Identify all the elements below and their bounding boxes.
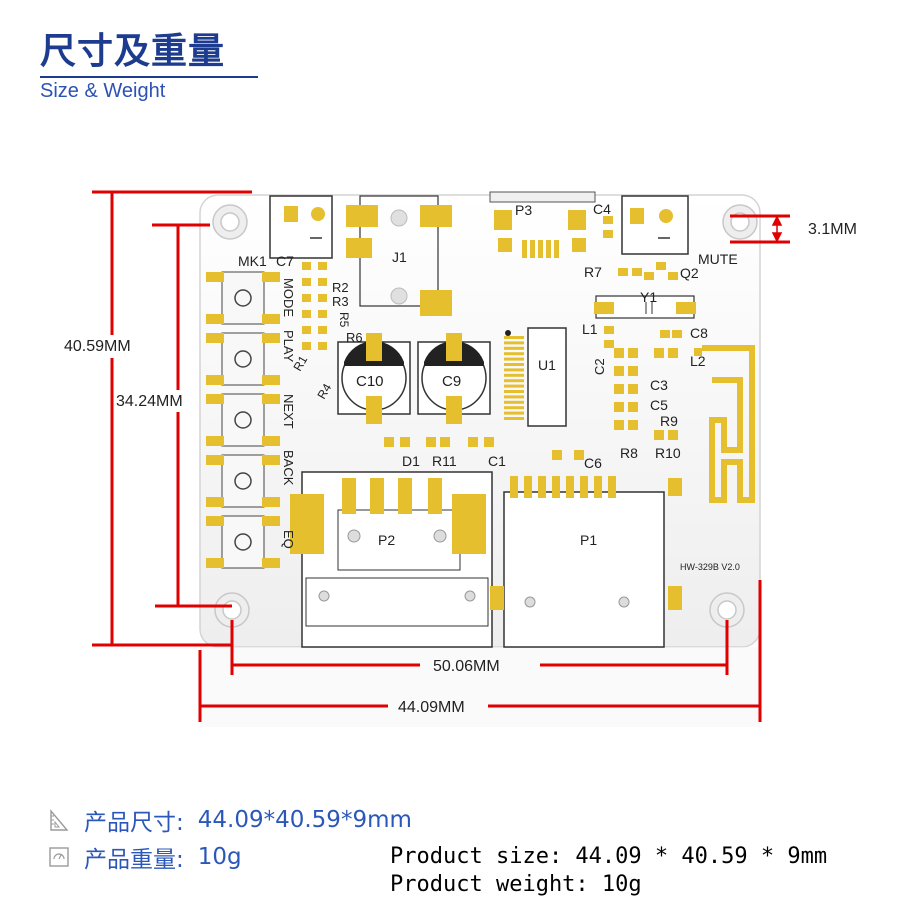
spec-size-label: 产品尺寸: xyxy=(84,810,184,836)
label-d1: D1 xyxy=(402,453,420,469)
connector-mk1-jack xyxy=(269,195,333,259)
label-l1: L1 xyxy=(582,321,598,337)
page-subtitle: Size & Weight xyxy=(40,80,166,102)
tactile-buttons xyxy=(206,271,280,569)
connector-p2 xyxy=(290,471,493,648)
label-r9: R9 xyxy=(660,413,678,429)
dimension-lines xyxy=(92,190,790,722)
title-underline xyxy=(40,76,258,78)
label-y1: Y1 xyxy=(640,289,657,305)
label-r6: R6 xyxy=(346,330,363,345)
dim-hole: 3.1MM xyxy=(808,221,857,238)
label-r3: R3 xyxy=(332,294,349,309)
page-title: 尺寸及重量 xyxy=(40,31,226,72)
label-r11: R11 xyxy=(432,453,457,469)
connector-p1-sd xyxy=(490,476,682,648)
label-back: BACK xyxy=(281,450,296,486)
capacitor-c9 xyxy=(417,333,491,424)
label-c8: C8 xyxy=(690,325,708,341)
dim-hole-span: 50.06MM xyxy=(433,658,500,675)
label-next: NEXT xyxy=(281,394,296,429)
label-r1: R1 xyxy=(290,353,310,374)
label-mk1: MK1 xyxy=(238,253,267,269)
label-r10: R10 xyxy=(655,445,681,461)
label-p3: P3 xyxy=(515,202,532,218)
board-model-label: HW-329B V2.0 xyxy=(680,562,740,572)
mounting-holes xyxy=(212,204,758,628)
dim-height-inner: 34.24MM xyxy=(116,393,183,410)
switch-j1 xyxy=(346,195,452,316)
label-r5: R5 xyxy=(337,312,351,328)
label-eq: EQ xyxy=(281,530,296,549)
label-mode: MODE xyxy=(281,278,296,317)
label-c6: C6 xyxy=(584,455,602,471)
dim-total-width: 44.09MM xyxy=(398,699,465,716)
ic-u1 xyxy=(504,327,567,427)
spec-size-value: 44.09*40.59*9mm xyxy=(197,807,412,833)
spec-weight-row: 产品重量: 10g xyxy=(48,840,242,874)
resistor-pads-left xyxy=(302,262,327,350)
ruler-triangle-icon xyxy=(50,809,69,831)
spec-weight-label: 产品重量: xyxy=(84,847,184,873)
crystal-y1 xyxy=(594,295,696,319)
pads-d1-r11-c1 xyxy=(384,437,584,460)
connector-p3-usb xyxy=(489,191,596,258)
connector-mute-jack xyxy=(621,195,689,255)
passive-pads-right xyxy=(614,348,702,440)
label-q2: Q2 xyxy=(680,265,699,281)
label-c7: C7 xyxy=(276,253,294,269)
spec-size-english: Product size: 44.09 * 40.59 * 9mm xyxy=(390,844,828,869)
label-r7: R7 xyxy=(584,264,602,280)
label-play: PLAY xyxy=(281,330,296,363)
label-c3: C3 xyxy=(650,377,668,393)
spec-weight-english: Product weight: 10g xyxy=(390,872,642,897)
label-c9: C9 xyxy=(442,373,461,390)
label-c1: C1 xyxy=(488,453,506,469)
label-mute: MUTE xyxy=(698,251,738,267)
label-l2: L2 xyxy=(690,353,706,369)
label-p1: P1 xyxy=(580,532,597,548)
label-p2: P2 xyxy=(378,532,395,548)
label-r2: R2 xyxy=(332,280,349,295)
dim-width-left: 40.59MM xyxy=(64,338,131,355)
scale-icon xyxy=(49,847,69,867)
label-c5: C5 xyxy=(650,397,668,413)
label-j1: J1 xyxy=(392,249,407,265)
label-c10: C10 xyxy=(356,373,384,390)
label-c2: C2 xyxy=(592,358,607,375)
label-u1: U1 xyxy=(538,357,556,373)
bluetooth-antenna xyxy=(702,345,755,503)
capacitor-c10 xyxy=(337,333,411,424)
label-r4: R4 xyxy=(314,381,334,402)
spec-weight-value: 10g xyxy=(197,844,242,870)
label-r8: R8 xyxy=(620,445,638,461)
label-c4: C4 xyxy=(593,201,611,217)
spec-size-row: 产品尺寸: 44.09*40.59*9mm xyxy=(48,803,412,837)
